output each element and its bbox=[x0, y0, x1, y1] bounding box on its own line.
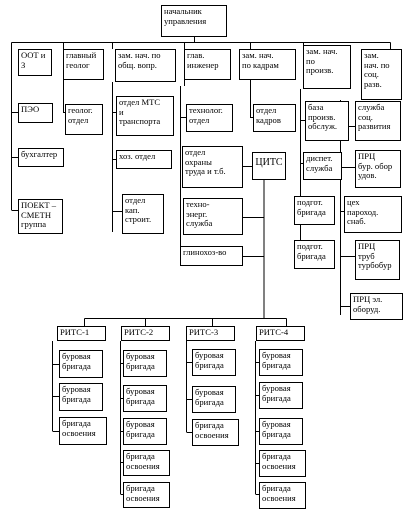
node-estimate-group: ПОЕКТ – СМЕТН группа bbox=[18, 199, 63, 234]
node-steam-supply: цех пароход. снаб. bbox=[344, 196, 402, 233]
node-prep-brigade-1: подгот. бригада bbox=[294, 196, 335, 225]
node-rits-3-brigade: буровая бригада bbox=[192, 386, 236, 413]
node-prc-drilling: ПРЦ бур. обор удов. bbox=[355, 150, 401, 188]
node-mts-transport: отдел МТС и транспорта bbox=[116, 96, 174, 136]
node-rits-4-brigade: бригада освоения bbox=[259, 482, 306, 509]
node-head-of-department: начальник управления bbox=[161, 5, 227, 37]
node-personnel-dept: отдел кадров bbox=[253, 104, 296, 132]
node-geology-dept: геолог. отдел bbox=[65, 104, 103, 135]
node-capital-construction: отдел кап. строит. bbox=[122, 194, 164, 234]
node-social-service: служба соц. развития bbox=[355, 101, 401, 141]
node-deputy-general: зам. нач. по общ. вопр. bbox=[115, 49, 176, 82]
node-dispatch-service: диспет. служба bbox=[303, 152, 342, 180]
node-energy-service: техно- энерг. служба bbox=[183, 198, 243, 235]
node-technology-dept: технолог. отдел bbox=[186, 104, 233, 132]
node-cits: ЦИТС bbox=[252, 152, 286, 180]
node-oot: ООТ и З bbox=[18, 49, 52, 76]
node-rits-3-brigade: бригада освоения bbox=[192, 419, 239, 446]
node-chief-geologist: главный геолог bbox=[63, 49, 104, 80]
node-accountant: бухгалтер bbox=[18, 148, 64, 167]
node-deputy-personnel: зам. нач. по кадрам bbox=[239, 49, 296, 80]
node-deputy-production: зам. нач. по произв. bbox=[303, 45, 351, 89]
node-rits-2-brigade: буровая бригада bbox=[123, 385, 167, 412]
node-rits-1-brigade: бригада освоения bbox=[59, 417, 107, 445]
node-chief-engineer: глав. инженер bbox=[184, 49, 231, 80]
node-rits-4: РИТС-4 bbox=[256, 326, 305, 341]
node-rits-2-brigade: буровая бригада bbox=[123, 418, 167, 445]
node-rits-2-brigade: бригада освоения bbox=[123, 482, 170, 508]
node-rits-2-brigade: буровая бригада bbox=[123, 350, 167, 377]
node-clay-service: глинохоз-во bbox=[180, 246, 243, 266]
node-rits-4-brigade: бригада освоения bbox=[259, 450, 306, 477]
node-production-base: база произв. обслуж. bbox=[305, 101, 349, 141]
node-rits-3: РИТС-3 bbox=[186, 326, 235, 341]
node-prep-brigade-2: подгот. бригада bbox=[294, 240, 335, 269]
node-peo: ПЭО bbox=[18, 103, 53, 123]
node-rits-2-brigade: бригада освоения bbox=[123, 450, 170, 476]
node-household-dept: хоз. отдел bbox=[116, 150, 172, 169]
node-rits-3-brigade: буровая бригада bbox=[192, 349, 236, 376]
node-safety-dept: отдел охраны труда и т.б. bbox=[182, 146, 243, 188]
node-rits-4-brigade: буровая бригада bbox=[259, 418, 303, 445]
node-deputy-social: зам. нач. по соц. разв. bbox=[361, 49, 402, 100]
node-rits-2: РИТС-2 bbox=[121, 326, 170, 341]
node-rits-4-brigade: буровая бригада bbox=[259, 349, 303, 376]
node-rits-1-brigade: буровая бригада bbox=[59, 350, 103, 378]
node-rits-1: РИТС-1 bbox=[57, 326, 106, 341]
node-prc-electric: ПРЦ эл. оборуд. bbox=[350, 293, 403, 320]
node-rits-1-brigade: буровая бригада bbox=[59, 383, 103, 411]
node-rits-4-brigade: буровая бригада bbox=[259, 382, 303, 409]
node-prc-pipes: ПРЦ труб турбобур bbox=[355, 240, 400, 280]
